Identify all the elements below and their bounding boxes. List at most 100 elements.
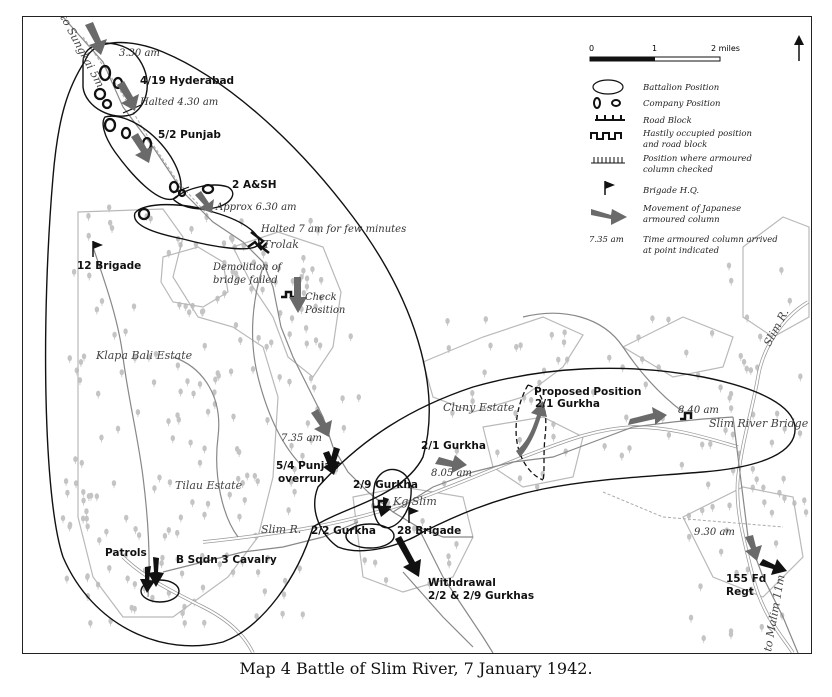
tree-icon	[202, 342, 207, 351]
tree-icon	[729, 277, 734, 286]
note-demolition-1: Demolition of	[212, 262, 284, 273]
tree-icon	[175, 412, 180, 421]
tree-icon	[590, 388, 596, 397]
tree-icon	[738, 352, 743, 361]
tree-icon	[262, 588, 268, 597]
tree-icon	[730, 431, 736, 440]
tree-icon	[383, 577, 389, 586]
tree-icon	[85, 574, 90, 583]
tree-icon	[81, 497, 86, 506]
tree-icon	[774, 410, 780, 419]
tree-icon	[698, 583, 703, 592]
tree-icon	[115, 425, 121, 434]
legend-arrow-icon	[591, 209, 627, 225]
tree-icon	[561, 339, 567, 348]
tree-icon	[362, 557, 367, 566]
tree-icon	[518, 342, 523, 351]
tree-icon	[773, 540, 779, 549]
tree-icon	[643, 381, 648, 390]
tree-icon	[132, 354, 138, 363]
tree-icon	[297, 565, 302, 574]
tree-icon	[517, 436, 523, 445]
tree-icon	[758, 333, 763, 342]
tree-icon	[228, 234, 234, 243]
tree-icon	[175, 362, 181, 371]
tree-icon	[273, 278, 278, 287]
tree-icon	[182, 620, 187, 629]
tree-icon	[86, 493, 92, 502]
tree-icon	[700, 507, 705, 516]
tree-icon	[454, 447, 460, 456]
tree-icon	[769, 509, 775, 518]
label-28-brigade: 28 Brigade	[397, 525, 461, 537]
tree-icon	[781, 475, 786, 484]
tree-icon	[551, 433, 556, 442]
place-trolak: Trolak	[263, 238, 299, 251]
tree-icon	[67, 523, 72, 532]
place-slim-river-bridge: Slim River Bridge	[709, 417, 809, 430]
tree-icon	[318, 294, 324, 303]
tree-icon	[180, 610, 185, 619]
tree-icon	[170, 435, 176, 444]
tree-icon	[372, 559, 378, 568]
tree-icon	[513, 410, 518, 419]
tree-icon	[84, 515, 89, 524]
tree-icon	[289, 442, 294, 451]
tree-icon	[292, 466, 297, 475]
tree-icon	[131, 303, 137, 312]
legend-roadblock-icon	[595, 115, 625, 121]
tree-icon	[727, 394, 732, 403]
tree-icon	[189, 225, 194, 234]
tree-icon	[157, 474, 162, 483]
tree-icon	[454, 540, 459, 549]
tree-icon	[249, 285, 254, 294]
tree-icon	[242, 497, 247, 506]
tree-icon	[204, 214, 209, 223]
tree-icon	[679, 461, 685, 470]
tree-icon	[67, 355, 72, 364]
tree-icon	[80, 515, 86, 524]
tree-icon	[104, 528, 109, 537]
tree-icon	[734, 569, 739, 578]
tree-icon	[179, 570, 185, 579]
time-8-05: 8.05 am	[431, 468, 472, 479]
tree-icon	[310, 266, 315, 275]
tree-icon	[549, 331, 554, 340]
time-halted-7: Halted 7 am for few minutes	[260, 224, 406, 235]
tree-icon	[300, 452, 305, 461]
legend-time-sample: 7.35 am	[589, 235, 624, 245]
label-12-brigade: 12 Brigade	[77, 260, 141, 272]
tree-icon	[71, 268, 77, 277]
tree-icon	[445, 317, 450, 326]
tree-icon	[153, 351, 159, 360]
legend-label-hasty-1: Hastily occupied position	[642, 129, 752, 139]
tree-icon	[125, 575, 130, 584]
tree-icon	[470, 390, 475, 399]
tree-icon	[701, 635, 706, 644]
label-5-2-punjab: 5/2 Punjab	[158, 129, 221, 141]
tree-icon	[802, 497, 807, 506]
tree-icon	[710, 503, 715, 512]
tree-icon	[133, 525, 138, 534]
tree-icon	[303, 325, 309, 334]
tree-icon	[231, 413, 236, 422]
tree-icon	[261, 250, 266, 259]
tree-icon	[265, 554, 271, 563]
tree-icon	[619, 452, 625, 461]
tree-icon	[200, 552, 205, 561]
tree-icon	[728, 405, 734, 414]
label-overrun: overrun	[278, 473, 325, 485]
time-3-30: 3.30 am	[119, 48, 160, 59]
tree-icon	[305, 420, 311, 429]
tree-icon	[728, 631, 734, 640]
scale-tick-2: 2 miles	[711, 44, 740, 53]
legend-label-arrow-2: armoured column	[643, 215, 720, 225]
legend: 7.35 am Battalion Position Company Posit…	[589, 79, 778, 256]
legend-company-icon	[593, 97, 601, 109]
tree-icon	[286, 507, 291, 516]
tree-icon	[200, 308, 206, 317]
tree-icon	[255, 569, 261, 578]
tree-icon	[528, 397, 534, 406]
tree-icon	[744, 365, 749, 374]
label-proposed-2-1-gurkha: 2/1 Gurkha	[535, 398, 600, 410]
